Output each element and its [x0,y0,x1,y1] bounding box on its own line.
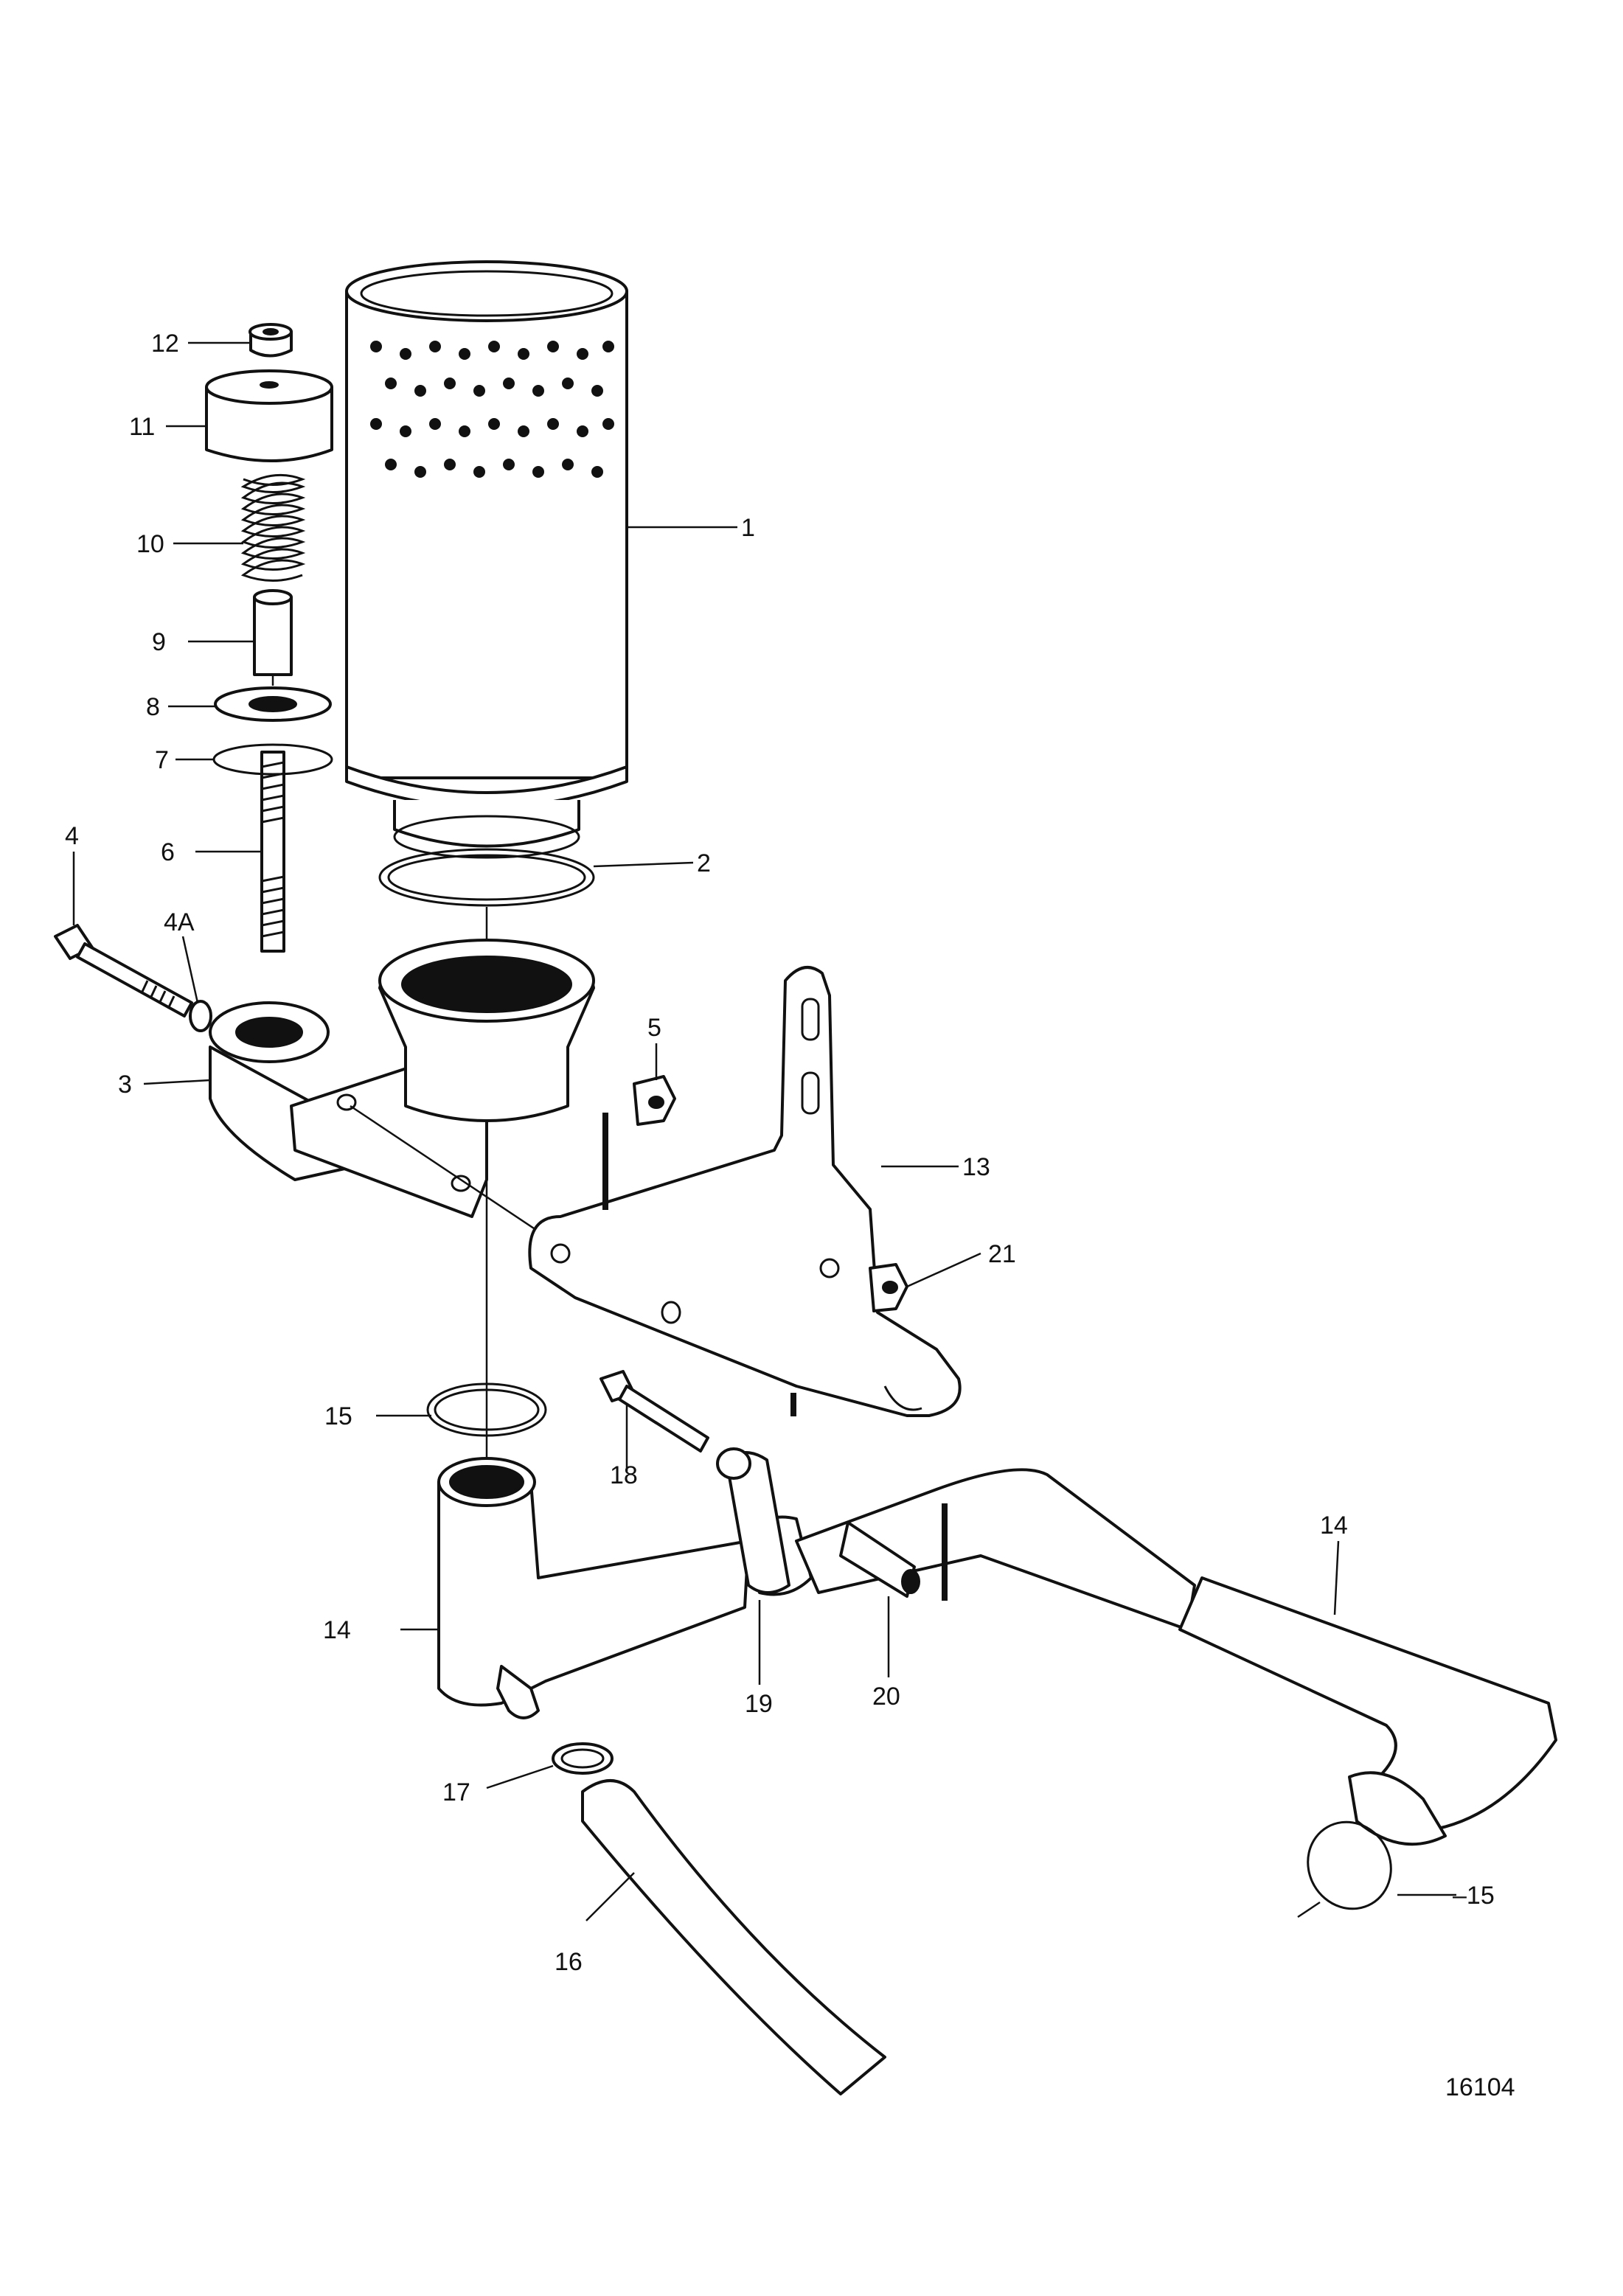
callout-21: 21 [988,1240,1016,1268]
callout-10: 10 [136,530,164,558]
callout-8: 8 [146,693,160,721]
callout-2: 2 [697,849,711,877]
hose-16 [581,1779,886,2095]
callout-9: 9 [152,628,166,656]
filter-cartridge [345,260,628,859]
callout-11: 11 [129,413,155,441]
nut-21 [869,1263,908,1312]
o-ring-2 [378,848,595,907]
callout-14-left: 14 [323,1616,351,1644]
leader-lines [72,341,1456,1921]
bolt-4 [54,924,193,1017]
callout-labels: 1 2 3 4 4A 5 6 7 8 9 10 11 12 13 14 14 1… [65,330,1515,2101]
stud-6 [260,751,285,953]
callout-18: 18 [610,1461,638,1489]
callout-17: 17 [442,1778,470,1806]
filter-housing [209,939,595,1248]
callout-6: 6 [161,838,175,866]
washer-4a [189,1000,212,1032]
callout-16: 16 [555,1948,583,1976]
callout-3: 3 [118,1071,132,1099]
callout-14-right: 14 [1320,1511,1348,1540]
callout-7: 7 [155,746,169,774]
mounting-bracket-13 [528,966,962,1417]
pipe-14 [437,1457,1557,1846]
callout-13: 13 [962,1153,990,1181]
callout-19: 19 [745,1690,773,1718]
o-ring-15-lower [1307,1820,1392,1910]
spacer-20 [839,1521,920,1598]
bolt-18 [599,1370,709,1453]
clamp-17 [552,1742,614,1775]
callout-1: 1 [741,514,755,542]
nut-5 [602,1075,676,1210]
sleeve-9 [253,589,293,676]
clamp-19 [716,1447,790,1594]
drawing-number: 16104 [1445,2073,1515,2101]
callout-5: 5 [647,1014,661,1042]
o-ring-15-upper [426,1382,547,1437]
callout-15-lower: –15 [1453,1882,1495,1910]
callout-15-upper: 15 [324,1402,352,1430]
cap-11 [205,369,333,462]
washer-8 [214,686,332,722]
spring-10 [240,473,306,582]
callout-4a: 4A [164,908,195,936]
callout-12: 12 [151,330,179,358]
nut-12 [249,323,293,358]
callout-20: 20 [872,1683,900,1711]
callout-4: 4 [65,822,79,850]
